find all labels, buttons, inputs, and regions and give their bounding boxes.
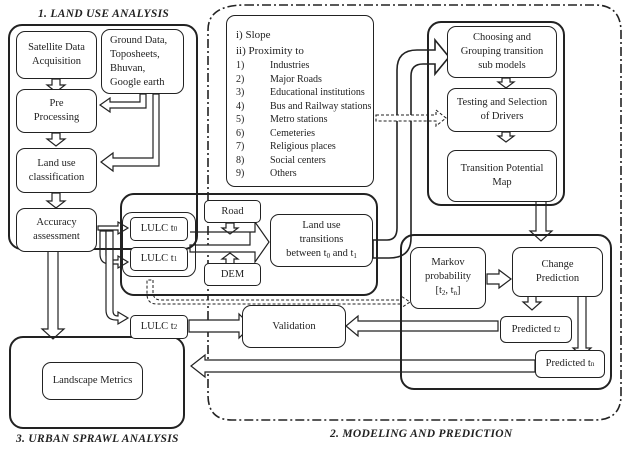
dem-box: DEM [204,263,261,286]
ground-data-line: Bhuvan, [110,62,146,74]
classification-box: Land use classification [16,148,97,193]
driver-item: 7) Religious places [236,140,371,154]
predicted-sub: n [590,360,595,368]
drivers-to-testing-arrow [375,108,447,128]
lulc-label: LULC t [140,223,174,234]
driver-number: 4) [236,100,245,112]
ground-data-line: Google earth [110,76,165,88]
lulc-label: LULC t [140,253,174,264]
driver-item: 6) Cemeteries [236,127,371,141]
predicted-label: Predicted t [545,358,591,369]
markov-range: [t2, tn] [435,284,460,300]
choosing-transition-box: Choosing and Grouping transition sub mod… [447,26,557,78]
driver-item: 9) Others [236,167,371,181]
lulc-label: LULC t [140,321,174,332]
transitions-line: Land use [302,219,341,231]
driver-item: 4) Bus and Railway stations [236,100,371,114]
proximity-label: ii) Proximity to [236,44,304,57]
model-panel [427,21,565,206]
driver-item: 2) Major Roads [236,73,371,87]
driver-number: 9) [236,168,245,179]
testing-drivers-box: Testing and Selection of Drivers [447,88,557,132]
driver-number: 8) [236,154,245,166]
driver-number: 3) [236,87,245,98]
section-title-modeling: 2. MODELING AND PREDICTION [330,428,513,440]
driver-number: 2) [236,73,245,85]
driver-item: 8) Social centers [236,154,371,168]
driver-label: Educational institutions [270,87,365,98]
driver-item: 1) Industries [236,59,371,73]
preprocessing-box: Pre Processing [16,89,97,133]
driver-label: Others [270,168,297,179]
predicted-label: Predicted t [511,323,557,335]
driver-label: Religious places [270,141,336,152]
lulc-to-markov-arrow [146,279,411,309]
transitions-sub: 1 [353,251,357,260]
driver-item: 5) Metro stations [236,113,371,127]
transition-to-choosing-arrow [372,37,451,259]
transition-panel [120,193,378,296]
section-title-land-use: 1. LAND USE ANALYSIS [38,8,170,20]
markov-text: [t [435,285,442,296]
driver-number: 7) [236,141,245,152]
driver-label: Industries [270,60,310,71]
markov-probability-box: Markov probability [t2, tn] [410,247,486,309]
prediction-panel [400,234,612,390]
change-prediction-box: Change Prediction [512,247,603,297]
drivers-box: i) Slope ii) Proximity to 1) Industries 2)… [226,15,374,187]
driver-label: Major Roads [270,73,322,85]
driver-label: Metro stations [270,114,328,125]
driver-label: Cemeteries [270,127,315,139]
lulc-sub: 2 [173,323,178,331]
transitions-line: between t0 and t1 [286,247,357,263]
markov-sub: n [453,289,458,297]
driver-item: 3) Educational institutions [236,86,371,100]
transitions-text: between t [286,247,327,259]
urban-sprawl-panel [9,336,185,429]
driver-number: 6) [236,127,245,139]
driver-label: Bus and Railway stations [270,100,372,112]
landscape-metrics-box: Landscape Metrics [42,362,143,400]
transition-potential-map-box: Transition Potential Map [447,150,557,202]
land-use-panel [8,24,198,250]
transitions-sub: 0 [326,251,331,260]
transitions-line: transitions [299,233,344,245]
land-use-transitions-box: Land use transitions between t0 and t1 [270,214,373,267]
modeling-frame [207,4,622,421]
markov-sub: 2 [441,289,446,297]
driver-label: Social centers [270,154,326,166]
ground-data-line: Ground Data, [110,34,168,46]
slope-label: i) Slope [236,29,271,41]
flow-arrows [40,77,593,379]
driver-number: 1) [236,60,245,71]
lulc-sub: 0 [173,225,178,233]
accuracy-box: Accuracy assessment [16,208,97,252]
satellite-data-box: Satellite Data Acquisition [16,31,97,79]
transitions-text: and t [330,247,354,259]
road-box: Road [204,200,261,223]
markov-text: , t [445,285,454,296]
section-title-urban-sprawl: 3. URBAN SPRAWL ANALYSIS [16,433,179,445]
ground-data-line: Toposheets, [110,48,160,60]
driver-number: 5) [236,114,245,125]
markov-text: ] [457,285,461,296]
lulc-group [122,212,196,277]
predicted-sub: 2 [556,325,561,334]
driver-list: 1) Industries 2) Major Roads 3) Educational i… [236,59,371,181]
lulc-sub: 1 [173,255,178,263]
ground-data-box: Ground Data, Toposheets, Bhuvan, Google … [101,29,184,94]
markov-label: Markov probability [424,257,472,282]
validation-box: Validation [242,305,346,348]
